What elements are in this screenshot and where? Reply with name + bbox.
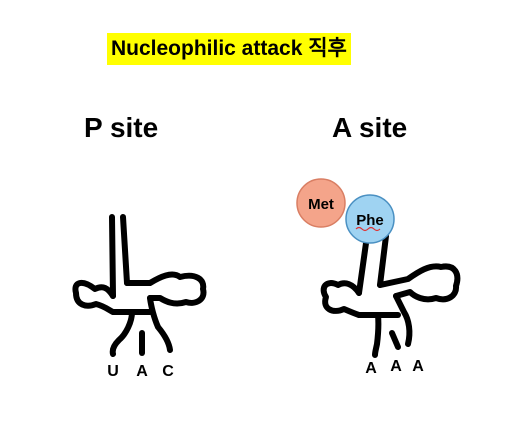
p-site-anticodon: U A C <box>107 363 174 380</box>
p-site-label: P site <box>84 112 159 143</box>
a-site-label: A site <box>332 112 408 143</box>
phe-squiggle <box>355 226 381 232</box>
anticodon-base: A <box>136 363 148 380</box>
anticodon-base: A <box>390 358 402 375</box>
phe-circle <box>345 194 395 244</box>
a-site-trna <box>320 233 461 358</box>
phe-label: Phe <box>356 212 384 229</box>
met-circle <box>296 178 346 228</box>
phe-amino-acid: Phe <box>345 194 395 244</box>
anticodon-base: U <box>107 363 119 380</box>
met-label: Met <box>308 196 334 213</box>
met-amino-acid: Met <box>296 178 346 228</box>
a-site-anticodon: A A A <box>365 358 424 377</box>
anticodon-base: A <box>412 358 424 375</box>
anticodon-base: C <box>162 363 174 380</box>
diagram-title: Nucleophilic attack 직후 <box>107 33 351 65</box>
p-site-trna <box>72 214 207 357</box>
anticodon-base: A <box>365 360 377 377</box>
